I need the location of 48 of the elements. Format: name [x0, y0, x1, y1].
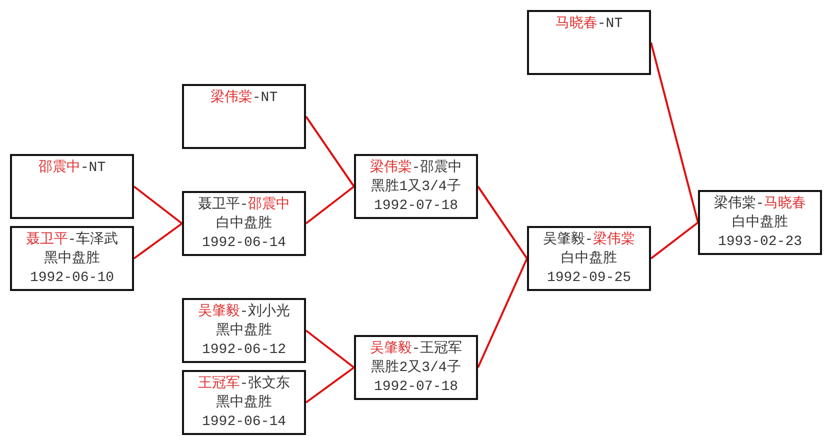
match-box [10, 154, 134, 219]
connector-line [477, 186, 528, 260]
match-players: 吴肇毅-王冠军 [368, 340, 464, 359]
match-box [10, 226, 134, 291]
game-date: 1992-06-14 [200, 413, 287, 432]
game-result: 黑中盘胜 [43, 250, 101, 269]
game-result: 黑中盘胜 [215, 394, 273, 413]
game-date: 1992-07-18 [372, 378, 459, 397]
game-result: 白中盘胜 [731, 214, 789, 233]
game-date: 1993-02-23 [716, 233, 803, 252]
connector-line [133, 186, 183, 224]
connector-line [305, 366, 355, 404]
match-players: 马晓春-NT [554, 15, 624, 34]
game-result: 白中盘胜 [215, 215, 273, 234]
match-players: 聂卫平-邵震中 [196, 196, 292, 215]
connector-line [133, 222, 183, 260]
match-box [527, 226, 651, 291]
game-date: 1992-06-14 [200, 234, 287, 253]
game-result: 白中盘胜 [560, 250, 618, 269]
connector-line [650, 222, 699, 260]
game-date: 1992-06-12 [200, 341, 287, 360]
connector-line [477, 258, 528, 368]
match-players: 梁伟棠-马晓春 [712, 195, 808, 214]
match-players: 吴肇毅-梁伟棠 [542, 231, 636, 250]
match-players: 梁伟棠-NT [209, 89, 279, 108]
game-date: 1992-09-25 [546, 269, 632, 288]
match-box [354, 335, 478, 400]
connector-line [305, 186, 355, 224]
match-box [182, 84, 306, 149]
match-box [527, 10, 651, 75]
game-result: 黑中盘胜 [215, 322, 273, 341]
match-box [182, 370, 306, 435]
match-box [698, 190, 822, 255]
connector-line [650, 42, 699, 223]
match-players: 梁伟棠-邵震中 [368, 159, 464, 178]
game-date: 1992-06-10 [28, 269, 115, 288]
match-box [354, 154, 478, 219]
game-result: 黑胜1又3/4子 [370, 178, 462, 197]
match-players: 吴肇毅-刘小光 [196, 303, 292, 322]
game-date: 1992-07-18 [372, 197, 459, 216]
match-players: 邵震中-NT [37, 159, 107, 178]
connector-line [305, 330, 355, 368]
match-players: 王冠军-张文东 [196, 375, 292, 394]
connector-line [305, 116, 355, 188]
match-players: 聂卫平-车泽武 [24, 231, 120, 250]
match-box [182, 191, 306, 256]
match-box [182, 298, 306, 363]
game-result: 黑胜2又3/4子 [370, 359, 462, 378]
